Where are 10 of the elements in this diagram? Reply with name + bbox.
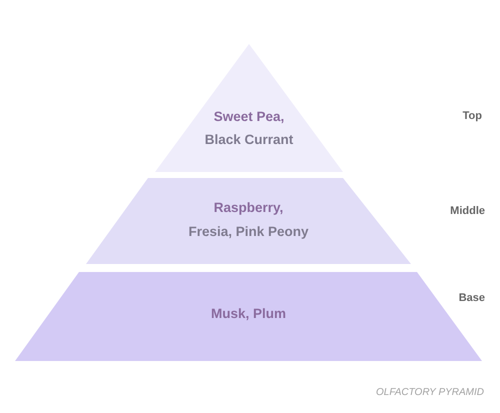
caption: OLFACTORY PYRAMID: [376, 386, 484, 399]
notes-text: Black Currant: [204, 131, 294, 149]
pyramid-tier: [86, 178, 411, 264]
notes-text: Sweet Pea,: [214, 108, 284, 126]
tier-label: Middle: [450, 204, 485, 218]
tier-label: Top: [462, 109, 482, 123]
notes-text: Musk, Plum: [210, 305, 286, 323]
notes-text: Raspberry,: [214, 199, 284, 217]
notes-text: Fresia, Pink Peony: [188, 223, 309, 241]
tier-label: Base: [458, 291, 485, 305]
